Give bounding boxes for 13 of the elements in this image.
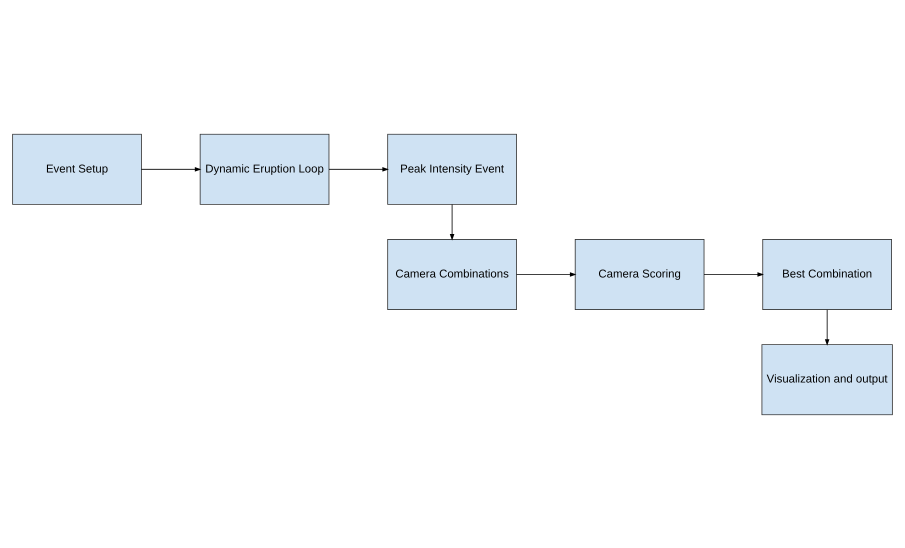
node-box: Best Combination	[762, 238, 892, 310]
node-box: Camera Scoring	[574, 238, 704, 310]
arrow	[141, 166, 202, 172]
arrow	[704, 272, 764, 276]
node-box: Camera Combinations	[387, 238, 517, 310]
node-box: Peak Intensity Event	[387, 133, 517, 204]
arrow	[328, 166, 389, 172]
arrow	[450, 204, 454, 240]
arrow	[516, 272, 576, 276]
node-box: Visualization and output	[762, 344, 893, 415]
arrow	[824, 308, 830, 346]
node-box: Dynamic Eruption Loop	[200, 133, 330, 204]
node-box: Event Setup	[12, 133, 142, 204]
